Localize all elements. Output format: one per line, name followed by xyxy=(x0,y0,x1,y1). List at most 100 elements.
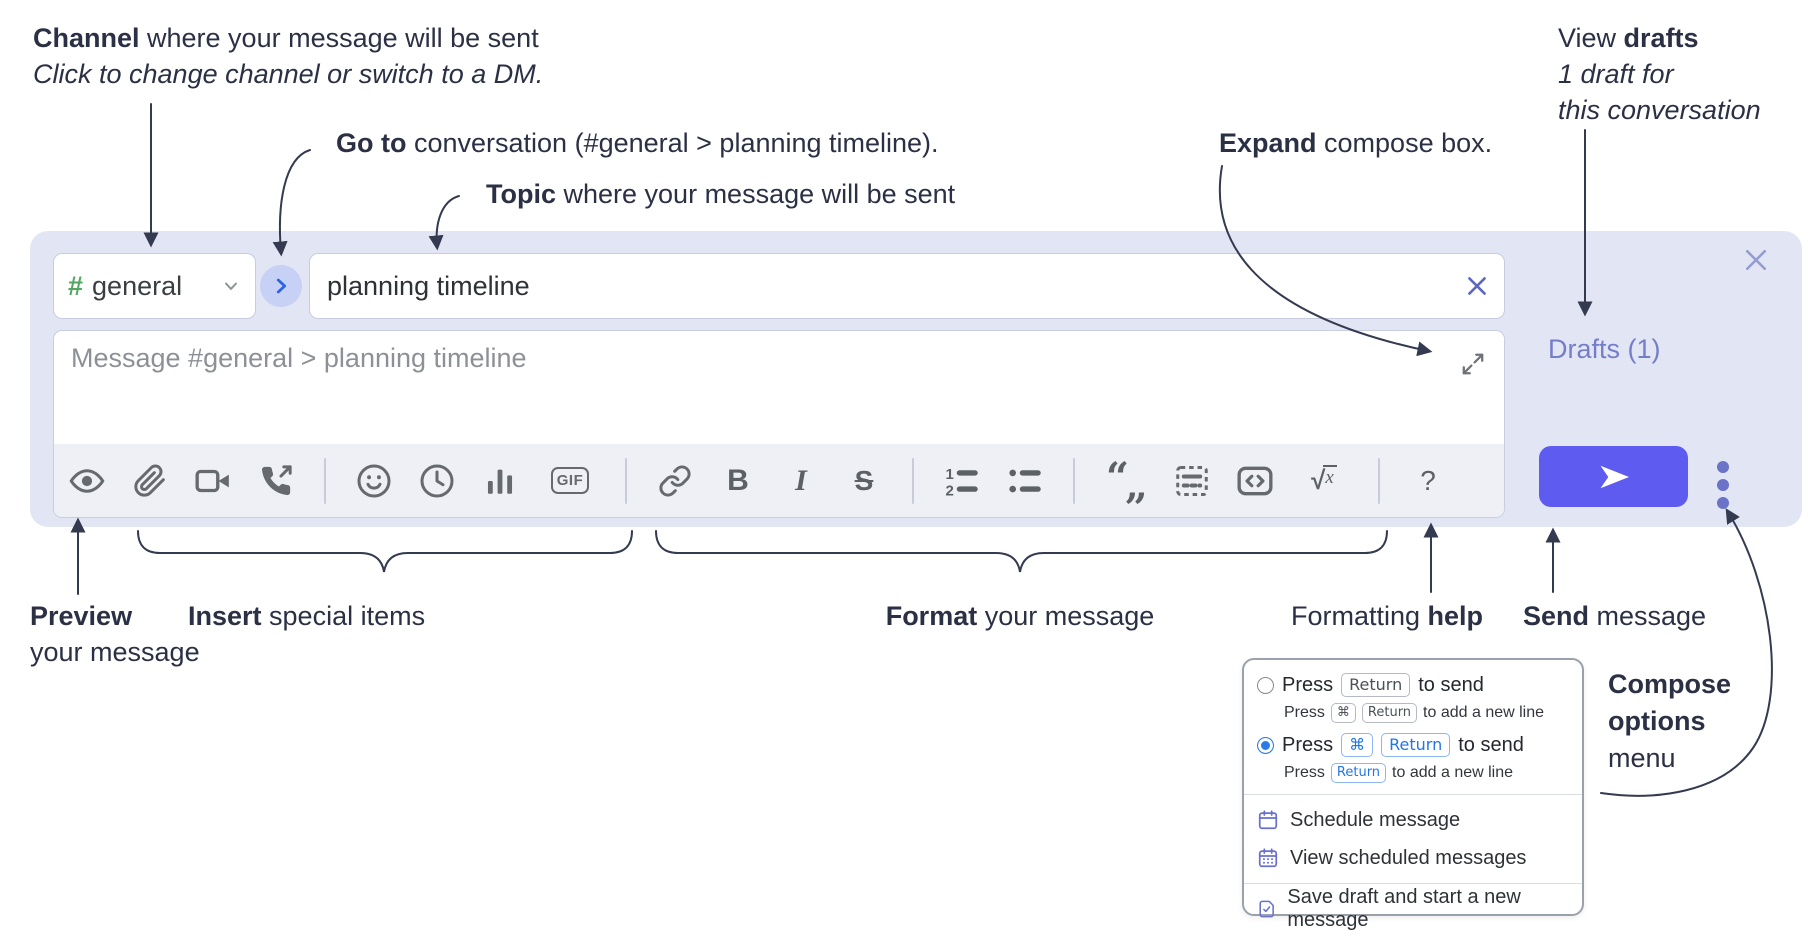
calendar-days-icon xyxy=(1258,848,1278,868)
cmd-key: ⌘ xyxy=(1341,733,1374,757)
clock-icon xyxy=(420,464,454,497)
menu-item-view-scheduled-messages[interactable]: View scheduled messages xyxy=(1244,839,1582,877)
paper-plane-icon xyxy=(1600,465,1629,488)
option-press-cmd-return-to-send[interactable]: Press ⌘ Return to send xyxy=(1244,728,1582,762)
compose-options-button[interactable] xyxy=(1709,457,1737,513)
toolbar-divider xyxy=(912,457,914,504)
annotation-view-drafts: View drafts 1 draft for this conversatio… xyxy=(1558,23,1761,125)
quote-icon: “ „ xyxy=(1106,453,1149,509)
compose-toolbar: GIF B I xyxy=(54,444,1504,517)
cmd-key: ⌘ xyxy=(1330,703,1356,723)
dot xyxy=(1717,497,1729,509)
link-button[interactable] xyxy=(656,459,694,503)
message-area: GIF B I xyxy=(53,330,1505,518)
expand-compose-icon[interactable] xyxy=(1460,351,1486,377)
compose-box: # general xyxy=(30,231,1802,527)
toolbar-divider xyxy=(1073,457,1075,504)
option-cmd-return-subtext: Press Return to add a new line xyxy=(1284,763,1514,783)
option-return-subtext: Press ⌘ Return to add a new line xyxy=(1284,703,1545,723)
drafts-link[interactable]: Drafts (1) xyxy=(1548,334,1661,364)
bulleted-list-button[interactable] xyxy=(1006,459,1044,503)
bold-icon: B xyxy=(727,463,749,497)
annotation-format: Format your message xyxy=(885,601,1155,631)
annotation-channel-subtitle: Click to change channel or switch to a D… xyxy=(33,59,544,89)
annotation-formatting-help: Formatting help xyxy=(1290,601,1484,631)
spoiler-icon xyxy=(1176,465,1208,496)
chevron-right-icon xyxy=(276,278,287,294)
popup-divider xyxy=(1244,883,1582,884)
eye-icon xyxy=(69,468,105,493)
toolbar-divider xyxy=(324,457,326,504)
clear-topic-icon[interactable] xyxy=(1464,273,1490,299)
paperclip-icon xyxy=(134,464,165,497)
spoiler-button[interactable] xyxy=(1173,459,1211,503)
menu-item-save-draft-new-message[interactable]: Save draft and start a new message xyxy=(1244,886,1582,931)
code-icon xyxy=(1237,466,1273,495)
annotation-channel: Channel where your message will be sent … xyxy=(33,20,543,92)
return-key: Return xyxy=(1381,733,1451,757)
channel-name: general xyxy=(92,270,183,301)
svg-text:2: 2 xyxy=(946,482,954,499)
send-button[interactable] xyxy=(1539,446,1688,507)
annotation-channel-rest: where your message will be sent xyxy=(139,23,539,53)
emoji-button[interactable] xyxy=(355,459,393,503)
close-compose-icon[interactable] xyxy=(1742,246,1770,274)
bold-button[interactable]: B xyxy=(719,459,757,503)
question-mark-icon: ? xyxy=(1420,464,1436,496)
quote-button[interactable]: “ „ xyxy=(1104,453,1149,509)
topic-input-wrap xyxy=(309,253,1505,319)
brace-format xyxy=(655,530,1388,573)
message-input[interactable] xyxy=(54,331,1504,443)
toolbar-divider xyxy=(625,457,627,504)
numbered-list-button[interactable]: 1 2 xyxy=(943,459,981,503)
message-formatting-help-button[interactable]: ? xyxy=(1409,459,1447,503)
svg-text:1: 1 xyxy=(946,465,954,482)
dot xyxy=(1717,479,1729,491)
strikethrough-icon: S xyxy=(854,464,874,496)
option-press-return-to-send[interactable]: Press Return to send xyxy=(1244,668,1582,702)
annotation-topic: Topic where your message will be sent xyxy=(486,179,956,209)
poll-button[interactable] xyxy=(481,459,519,503)
attach-file-button[interactable] xyxy=(131,459,169,503)
go-to-conversation-button[interactable] xyxy=(260,265,302,307)
italic-button[interactable]: I xyxy=(782,459,820,503)
italic-icon: I xyxy=(795,463,807,497)
calendar-icon xyxy=(1258,810,1278,830)
smiley-icon xyxy=(357,464,391,497)
annotation-preview: Preview your message xyxy=(30,601,200,667)
radio-selected[interactable] xyxy=(1257,736,1274,754)
dot xyxy=(1717,461,1729,473)
math-icon: √ x xyxy=(1311,465,1337,496)
channel-hash-icon: # xyxy=(68,270,84,301)
annotation-go-to: Go to conversation (#general > planning … xyxy=(336,128,939,158)
brace-insert xyxy=(137,530,633,573)
audio-call-button[interactable] xyxy=(257,459,295,503)
bar-chart-icon xyxy=(487,469,513,494)
radio-unselected[interactable] xyxy=(1257,676,1274,694)
annotation-compose-options: Compose options menu xyxy=(1608,669,1732,773)
menu-item-schedule-message[interactable]: Schedule message xyxy=(1244,801,1582,839)
enter-sends-popup: Press Return to send Press ⌘ Return to a… xyxy=(1242,658,1584,931)
toolbar-divider xyxy=(1378,457,1380,504)
topic-input[interactable] xyxy=(310,254,1504,318)
math-button[interactable]: √ x xyxy=(1299,459,1349,503)
annotation-channel-bold: Channel xyxy=(33,23,140,53)
gif-icon: GIF xyxy=(550,467,590,494)
phone-outgoing-icon xyxy=(261,464,292,495)
gif-button[interactable]: GIF xyxy=(544,459,596,503)
draft-check-icon xyxy=(1259,900,1274,918)
global-time-button[interactable] xyxy=(418,459,456,503)
channel-selector[interactable]: # general xyxy=(53,253,256,319)
popup-divider xyxy=(1244,794,1582,795)
return-key: Return xyxy=(1341,673,1411,697)
code-button[interactable] xyxy=(1236,459,1274,503)
video-camera-icon xyxy=(195,469,229,492)
bulleted-list-icon xyxy=(1009,469,1041,492)
chevron-down-icon xyxy=(225,282,237,290)
annotation-expand: Expand compose box. xyxy=(1219,128,1493,158)
strikethrough-button[interactable]: S xyxy=(845,459,883,503)
preview-button[interactable] xyxy=(68,459,106,503)
video-call-button[interactable] xyxy=(194,459,232,503)
numbered-list-icon: 1 2 xyxy=(946,465,978,499)
